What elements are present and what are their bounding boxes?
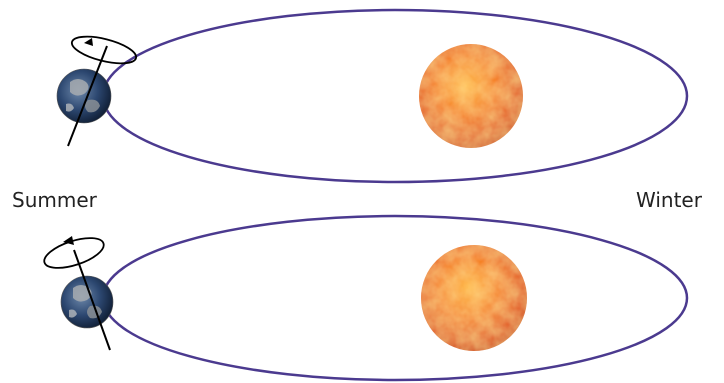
- top-scene: [56, 8, 689, 184]
- rotation-arrow-icon: [84, 38, 93, 46]
- earth-bottom: [60, 275, 114, 329]
- bottom-scene: [43, 214, 689, 382]
- season-label-winter: Winter: [636, 188, 702, 212]
- earth-axis-bottom: [73, 249, 111, 351]
- rotation-loop-bottom: [43, 237, 105, 269]
- rotation-loop-top: [70, 35, 138, 65]
- orbit-ellipse-top: [101, 8, 689, 184]
- earth-top: [56, 68, 112, 124]
- sun-top: [419, 44, 523, 148]
- season-label-summer: Summer: [12, 188, 97, 212]
- sun-bottom: [421, 245, 527, 351]
- earth-axis-top: [67, 45, 108, 147]
- rotation-arrow-icon: [63, 236, 74, 245]
- orbit-ellipse-bottom: [101, 214, 689, 382]
